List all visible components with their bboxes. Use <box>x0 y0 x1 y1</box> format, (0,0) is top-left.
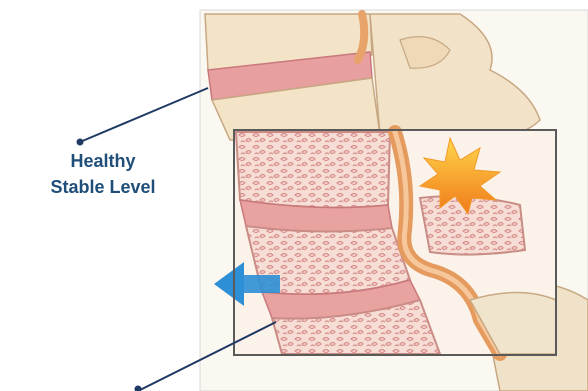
inset-cross-section <box>234 130 556 355</box>
healthy-callout-line <box>80 88 208 142</box>
label-line-1: Healthy <box>18 148 188 174</box>
label-line-2: Stable Level <box>18 174 188 200</box>
inset-posterior-segment <box>420 196 525 254</box>
upper-vertebral-body <box>236 132 390 208</box>
healthy-callout-dot <box>77 139 84 146</box>
healthy-stable-level-label: Healthy Stable Level <box>18 148 188 200</box>
slipped-callout-dot <box>135 386 142 391</box>
